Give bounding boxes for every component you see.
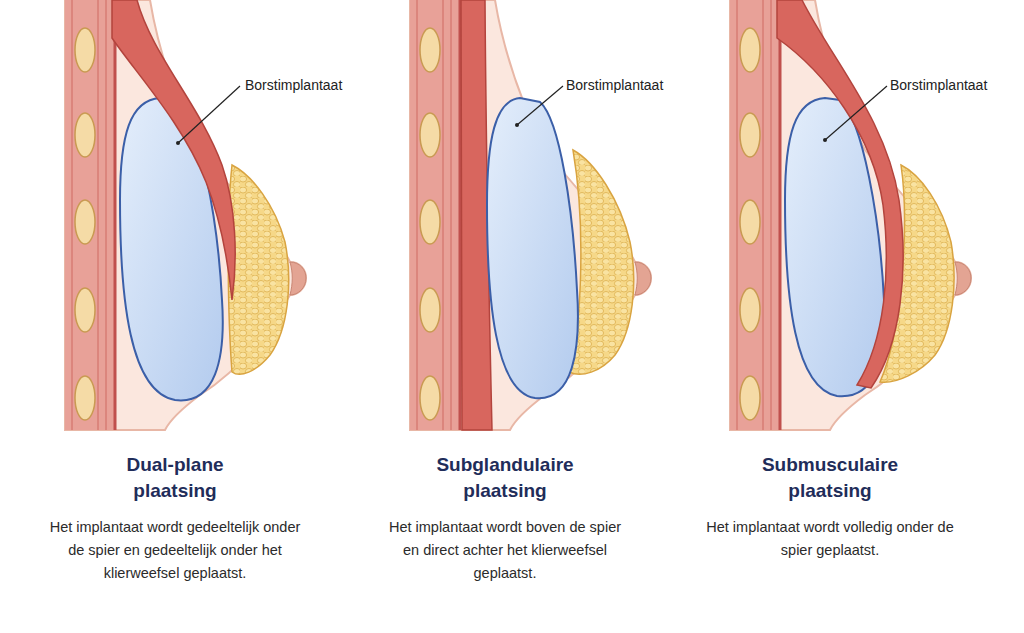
panel-title: Submusculaire plaatsing	[745, 452, 915, 504]
callout-label: Borstimplantaat	[245, 76, 342, 94]
callout-label: Borstimplantaat	[890, 76, 987, 94]
panel-description: Het implantaat wordt gedeeltelijk onder …	[44, 516, 306, 585]
callout-label: Borstimplantaat	[566, 76, 663, 94]
panel-title: Subglandulaire plaatsing	[420, 452, 590, 504]
panel-description: Het implantaat wordt volledig onder de s…	[705, 516, 955, 562]
panel-description: Het implantaat wordt boven de spier en d…	[380, 516, 630, 585]
panel-title: Dual-plane plaatsing	[90, 452, 260, 504]
